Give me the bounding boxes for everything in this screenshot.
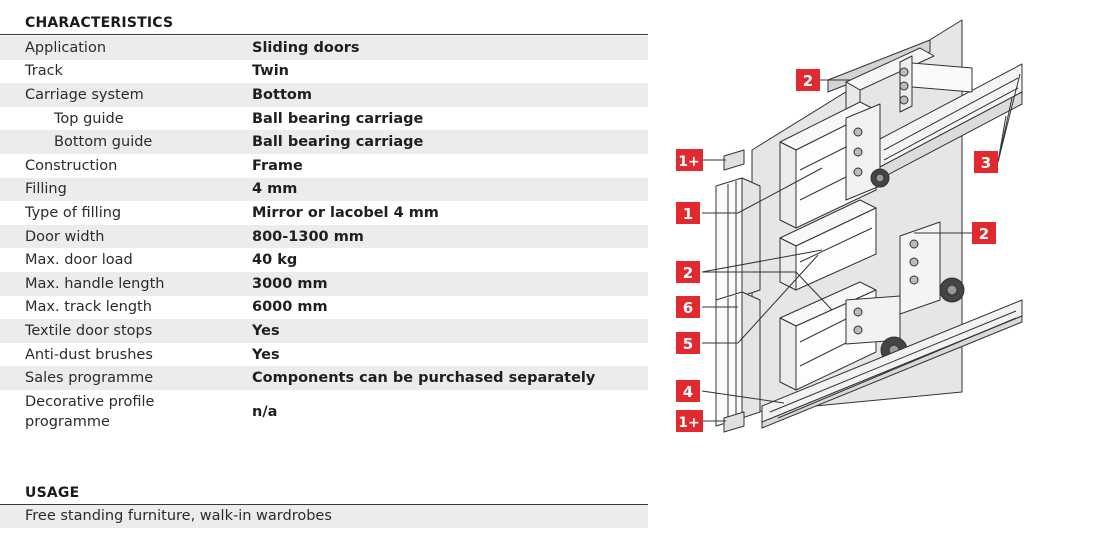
callout-badge: 1+	[676, 410, 703, 432]
row-label: Type of filling	[25, 204, 122, 221]
row-value: Ball bearing carriage	[252, 110, 424, 127]
callout-badge: 2	[972, 222, 996, 244]
table-row: Application Sliding doors	[0, 36, 648, 60]
usage-text: Free standing furniture, walk-in wardrob…	[25, 508, 332, 524]
row-value: Twin	[252, 63, 289, 80]
characteristics-table: Application Sliding doors Track Twin Carri…	[0, 36, 648, 435]
callout-label: 2	[683, 264, 693, 282]
callout-badge: 3	[974, 151, 998, 173]
row-value: Yes	[252, 346, 280, 363]
row-label: Bottom guide	[54, 134, 153, 151]
callout-label: 2	[803, 72, 813, 90]
callout-badge: 2	[676, 261, 700, 283]
row-value: Sliding doors	[252, 39, 360, 56]
callout-label: 1+	[678, 415, 699, 431]
table-row: Sales programme Components can be purchas…	[0, 366, 648, 390]
callout-label: 1+	[678, 154, 699, 170]
row-value: 3000 mm	[252, 275, 328, 292]
row-value: Ball bearing carriage	[252, 134, 424, 151]
row-value: 6000 mm	[252, 299, 328, 316]
callout-badge: 1+	[676, 149, 703, 171]
characteristics-rule	[0, 34, 648, 35]
table-row: Bottom guide Ball bearing carriage	[0, 130, 648, 154]
row-label: Textile door stops	[25, 322, 153, 339]
table-row: Decorative profile programme n/a	[0, 390, 648, 435]
row-label: Decorative profile programme	[25, 394, 155, 431]
row-label: Track	[25, 63, 63, 80]
table-row: Track Twin	[0, 60, 648, 84]
callout-badge: 2	[796, 69, 820, 91]
table-row: Max. track length 6000 mm	[0, 296, 648, 320]
table-row: Carriage system Bottom	[0, 83, 648, 107]
row-label: Max. door load	[25, 252, 133, 269]
row-value: Bottom	[252, 86, 312, 103]
callout-label: 3	[981, 154, 991, 172]
row-value: Frame	[252, 157, 303, 174]
row-label: Top guide	[54, 110, 124, 127]
table-row: Textile door stops Yes	[0, 319, 648, 343]
callout-label: 5	[683, 335, 693, 353]
callout-badge: 6	[676, 296, 700, 318]
vertical-profile-upper	[715, 177, 743, 305]
end-cap-bottom	[723, 411, 745, 433]
row-value: 4 mm	[252, 181, 298, 198]
callout-badge: 5	[676, 332, 700, 354]
table-row: Max. handle length 3000 mm	[0, 271, 648, 296]
row-label: Application	[25, 39, 107, 56]
table-row: Construction Frame	[0, 154, 648, 178]
table-row: Max. door load 40 kg	[0, 248, 648, 272]
table-row: Filling 4 mm	[0, 177, 648, 202]
table-row: Anti-dust brushes Yes	[0, 343, 648, 367]
row-label: Filling	[25, 181, 67, 198]
callout-badge: 4	[676, 380, 700, 402]
end-cap-top	[723, 149, 745, 171]
usage-row: Free standing furniture, walk-in wardrob…	[0, 505, 648, 528]
callout-label: 4	[683, 383, 693, 401]
table-row: Door width 800-1300 mm	[0, 224, 648, 249]
row-value: 800-1300 mm	[252, 228, 364, 245]
row-label: Anti-dust brushes	[25, 346, 153, 363]
table-row: Top guide Ball bearing carriage	[0, 107, 648, 131]
row-label: Sales programme	[25, 370, 154, 387]
vertical-profile-lower	[715, 291, 743, 427]
row-label: Door width	[25, 228, 105, 245]
callout-label: 6	[683, 299, 693, 317]
row-value: Components can be purchased separately	[252, 370, 596, 387]
callout-label: 2	[979, 225, 989, 243]
characteristics-title: CHARACTERISTICS	[25, 15, 174, 31]
right-bracket	[899, 221, 941, 315]
row-label: Max. track length	[25, 299, 152, 316]
row-label: Max. handle length	[25, 275, 165, 292]
row-value: n/a	[252, 404, 278, 421]
callout-badge: 1	[676, 202, 700, 224]
row-value: 40 kg	[252, 252, 298, 269]
callout-label: 1	[683, 205, 693, 223]
row-label: Construction	[25, 157, 118, 174]
row-value: Yes	[252, 322, 280, 339]
table-row: Type of filling Mirror or lacobel 4 mm	[0, 201, 648, 225]
row-value: Mirror or lacobel 4 mm	[252, 204, 439, 221]
row-label: Carriage system	[25, 86, 144, 103]
usage-rule	[0, 504, 648, 505]
usage-title: USAGE	[25, 485, 80, 501]
